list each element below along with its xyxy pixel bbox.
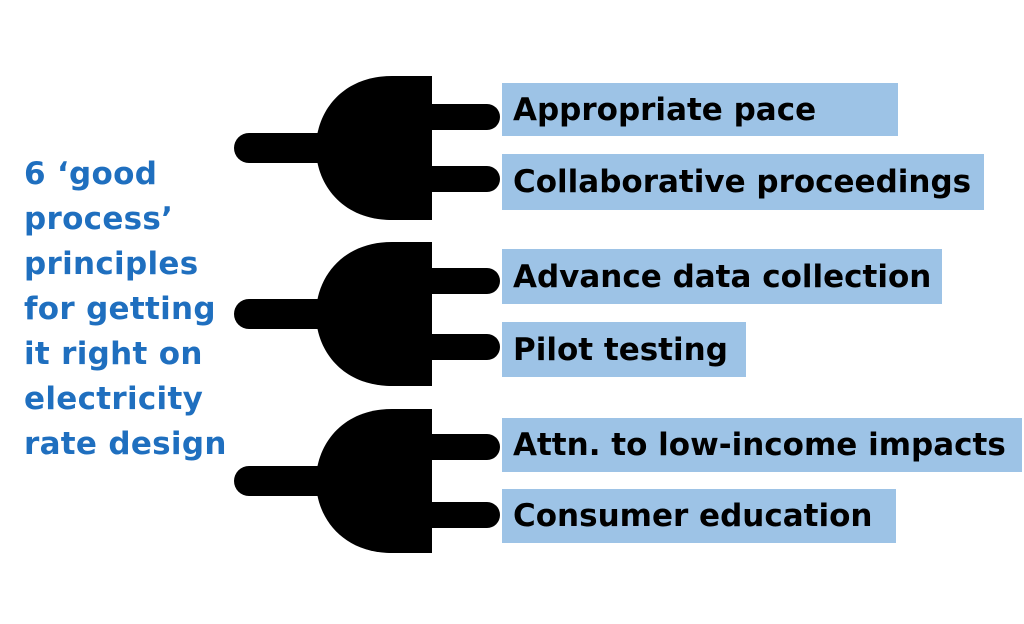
plug-icon [232, 72, 500, 224]
principle-appropriate-pace: Appropriate pace [502, 83, 898, 136]
plug-shape [234, 76, 500, 220]
heading-line: electricity [24, 381, 204, 417]
plug-shape [234, 242, 500, 386]
heading-line: it right on [24, 336, 203, 372]
heading-line: rate design [24, 426, 227, 462]
plug-shape [234, 409, 500, 553]
heading-line: for getting [24, 291, 216, 327]
heading-line: 6 ‘good [24, 156, 158, 192]
heading: 6 ‘good process’ principles for getting … [24, 152, 234, 467]
principle-low-income-impacts: Attn. to low-income impacts [502, 418, 1022, 472]
principle-pilot-testing: Pilot testing [502, 322, 746, 377]
plug-icon [232, 405, 500, 557]
principle-collaborative-proceedings: Collaborative proceedings [502, 154, 984, 210]
heading-line: principles [24, 246, 199, 282]
principle-consumer-education: Consumer education [502, 489, 896, 543]
principle-advance-data-collection: Advance data collection [502, 249, 942, 304]
heading-line: process’ [24, 201, 174, 237]
plug-icon [232, 238, 500, 390]
